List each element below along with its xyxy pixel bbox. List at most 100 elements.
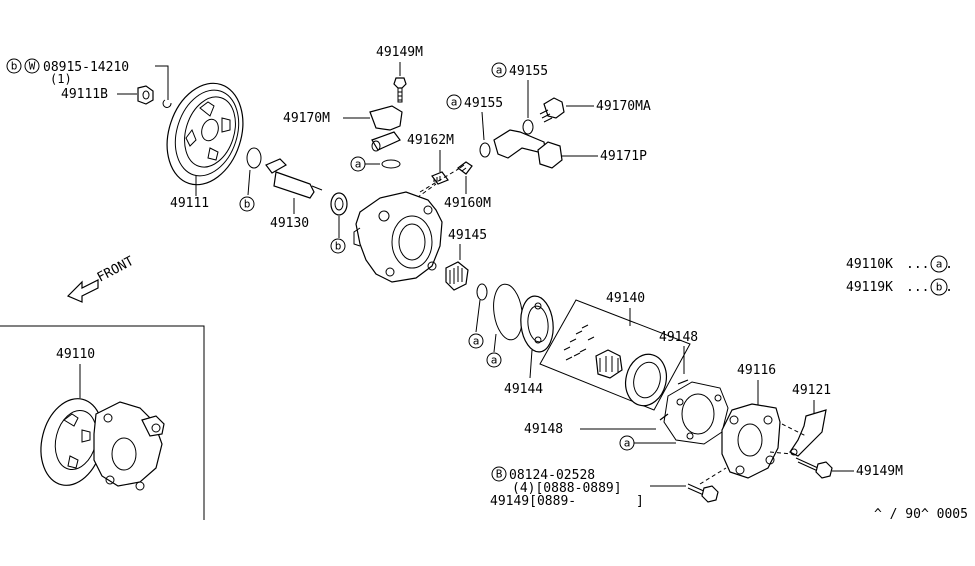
- callout-a-2: [491, 62, 507, 78]
- spring-label: 49160M: [444, 196, 491, 211]
- connector-tube: [371, 131, 401, 151]
- rear-cover-hole-1: [729, 415, 739, 425]
- ref-w-circle: [24, 58, 40, 74]
- flow-valve-label: 49162M: [407, 133, 454, 148]
- small-o-ring: [476, 283, 488, 301]
- vane-group: 49145: [445, 228, 487, 291]
- bolt-right-group: 49149M: [795, 457, 903, 479]
- shaft-key: [265, 158, 287, 174]
- shaft-body: [273, 171, 315, 199]
- pulley-groove: [174, 89, 240, 177]
- cartridge-ring-outer: [625, 353, 667, 407]
- assembly-inset: 49110: [0, 325, 205, 520]
- bolt-b-dashed: [699, 467, 727, 485]
- union-bolt-top-head: [393, 77, 407, 89]
- bolt-part-number: 08915-14210: [43, 60, 129, 75]
- connector-body: [369, 105, 403, 131]
- bracket-group: 49121: [769, 383, 831, 457]
- seal: [330, 192, 348, 216]
- assembly-fitting-hole: [151, 423, 161, 433]
- callout-a-3-text: a: [451, 96, 458, 109]
- union-bolt-top-label: 49149M: [376, 45, 423, 60]
- shaft-label: 49130: [270, 216, 309, 231]
- large-o-ring: [493, 283, 523, 341]
- pulley-hub-ring: [184, 96, 236, 168]
- bracket-dashed-lines: [769, 423, 807, 455]
- valve-washer: [381, 159, 401, 169]
- bracket-hole: [790, 448, 798, 456]
- bolt-b-group: B 08124-02528 (4)[0888-0889] 49149[0889-…: [490, 466, 727, 509]
- front-indicator: FRONT: [66, 254, 137, 303]
- ref-b-circle: [6, 58, 22, 74]
- small-o-ring-leader: [475, 299, 481, 333]
- callout-b-1: [239, 196, 255, 212]
- front-arrow-icon: [66, 279, 99, 303]
- union-bolt-top-thread: [397, 88, 403, 103]
- pin-lower-label: 49148: [524, 422, 563, 437]
- hose-p-label: 49171P: [600, 149, 647, 164]
- pin-upper-group: 49148: [659, 330, 698, 385]
- rear-cover-body: [721, 403, 781, 479]
- cam-ring-group: 49144: [504, 295, 554, 397]
- o-ring-b-group: b: [239, 147, 262, 212]
- inset-border: [0, 325, 205, 520]
- pulley-spokes: [185, 101, 231, 161]
- callout-b-2-text: b: [335, 240, 342, 253]
- pump-body-boss: [353, 227, 361, 247]
- callout-a-5-text: a: [491, 354, 498, 367]
- kit-seal-label: 49119K: [846, 280, 893, 295]
- pin-lower: [659, 413, 669, 421]
- shaft-tip: [311, 185, 323, 191]
- pump-body-hole-3: [427, 261, 437, 271]
- bolt-right-label: 49149M: [856, 464, 903, 479]
- bolt-quantity: (1): [50, 72, 72, 86]
- diagram-code: ^ / 90^ 0005: [874, 507, 968, 522]
- rear-cover-center: [737, 423, 763, 457]
- kit-k-label: 49110K: [846, 257, 893, 272]
- pin-lower-group: 49148: [524, 413, 669, 437]
- kit-seal-ref: b: [936, 281, 943, 294]
- callout-a-4-text: a: [473, 335, 480, 348]
- washer-a2: [479, 142, 491, 158]
- callout-a-3: [446, 94, 462, 110]
- bracket-body: [789, 409, 827, 457]
- assembly-body-bore: [111, 437, 137, 471]
- o-ring-leader: [247, 169, 251, 196]
- washer-a1-label: 49155: [509, 64, 548, 79]
- pulley-label: 49111: [170, 196, 209, 211]
- connector-ma-head: [543, 97, 565, 119]
- pump-body-hole-1: [378, 210, 390, 222]
- ref-B-circle: [491, 466, 507, 482]
- cartridge-rotor-slots: [599, 356, 619, 372]
- nut-group: 49111B: [61, 85, 154, 105]
- ref-w-text: W: [29, 60, 36, 73]
- front-label: FRONT: [95, 254, 137, 286]
- gasket-outer: [663, 381, 729, 445]
- bolt-b-alt-end: ]: [636, 494, 644, 509]
- assembly-label: 49110: [56, 347, 95, 362]
- nut-hole: [142, 90, 150, 100]
- cartridge-label: 49140: [606, 291, 645, 306]
- gasket-inner: [681, 393, 715, 435]
- o-ring: [246, 147, 262, 169]
- kit-seal-ref-circle: [930, 278, 948, 296]
- hose-p-nut: [537, 141, 563, 169]
- callout-b-2: [330, 238, 346, 254]
- bolt-right-head: [815, 461, 833, 479]
- pin-upper-label: 49148: [659, 330, 698, 345]
- rear-cover-hole-2: [763, 415, 773, 425]
- kit-k-ref-circle: [930, 255, 948, 273]
- gasket-hole-1: [676, 398, 684, 406]
- bolt-b-alt: 49149[0889-: [490, 494, 576, 509]
- connector-ma-label: 49170MA: [596, 99, 651, 114]
- assembly-hole-1: [103, 413, 113, 423]
- union-bolt-top-group: 49149M: [376, 45, 423, 103]
- cam-ring-hole-1: [534, 302, 542, 310]
- ref-b-text: b: [11, 60, 18, 73]
- bolt-b-part: 08124-02528: [509, 468, 595, 483]
- callout-a-6-text: a: [624, 437, 631, 450]
- pulley-group: 49111: [166, 82, 244, 211]
- connector-label: 49170M: [283, 111, 330, 126]
- spring-coil: [457, 161, 473, 175]
